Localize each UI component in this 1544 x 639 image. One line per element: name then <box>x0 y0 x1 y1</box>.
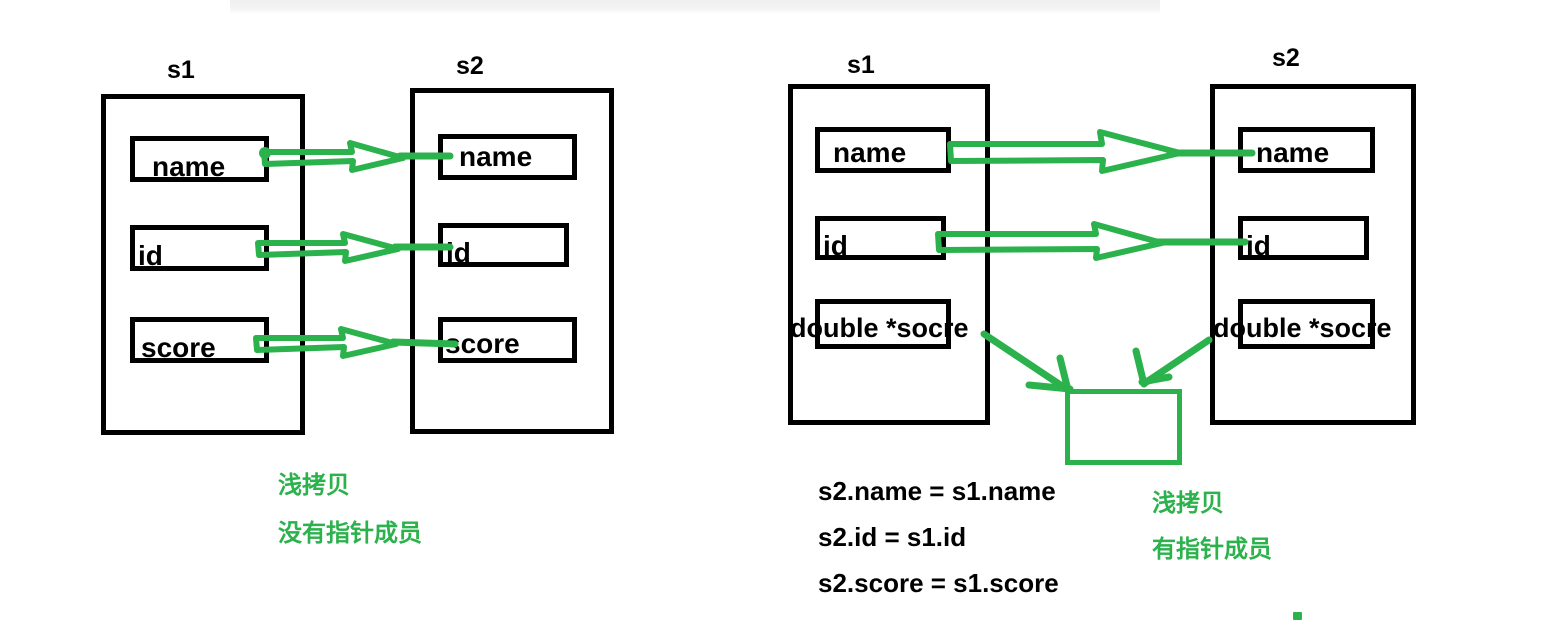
right-pointer-arrow-s1-to-heap <box>980 330 1074 394</box>
right-struct-b-member-score-box <box>1238 299 1375 349</box>
right-pointer-arrow-s2-to-heap <box>1132 336 1213 388</box>
left-struct-b-box <box>410 88 614 434</box>
right-caption-line-1: 浅拷贝 <box>1152 490 1224 517</box>
left-struct-a-title: s1 <box>167 56 195 84</box>
left-struct-b-member-score-label: score <box>445 328 520 359</box>
right-caption-line-2: 有指针成员 <box>1152 536 1272 563</box>
right-arrow-name <box>947 129 1256 174</box>
right-struct-a-title: s1 <box>847 51 875 79</box>
left-struct-a-box <box>101 94 305 435</box>
right-struct-a-member-score-label: double *socre <box>790 313 969 343</box>
top-edge-band <box>230 0 1160 14</box>
left-struct-b-member-name-label: name <box>459 141 533 172</box>
left-struct-a-member-name-label: name <box>152 151 226 182</box>
stray-green-dot <box>1293 612 1302 620</box>
right-struct-b-member-name-label: name <box>1256 137 1330 168</box>
right-struct-b-member-score-label: double *socre <box>1213 313 1392 343</box>
left-caption-line-1: 浅拷贝 <box>278 472 350 499</box>
right-struct-a-member-id-label: id <box>823 230 848 261</box>
left-struct-a-member-score-label: score <box>141 332 216 363</box>
assignment-line-1: s2.name = s1.name <box>818 476 1056 506</box>
right-struct-b-member-id-label: id <box>1246 230 1271 261</box>
right-struct-b-title: s2 <box>1272 44 1300 72</box>
right-struct-a-member-name-label: name <box>833 137 907 168</box>
assignment-line-3: s2.score = s1.score <box>818 568 1059 598</box>
assignment-line-2: s2.id = s1.id <box>818 522 967 552</box>
left-caption-line-2: 没有指针成员 <box>278 520 422 547</box>
heap-allocation-box <box>1065 389 1182 465</box>
right-struct-b-box <box>1210 84 1416 425</box>
right-struct-b-member-id-box <box>1238 216 1369 260</box>
left-struct-b-member-id-label: id <box>446 237 471 268</box>
left-struct-b-title: s2 <box>456 52 484 80</box>
left-struct-a-member-id-label: id <box>138 240 163 271</box>
right-struct-a-member-score-box <box>815 299 951 349</box>
